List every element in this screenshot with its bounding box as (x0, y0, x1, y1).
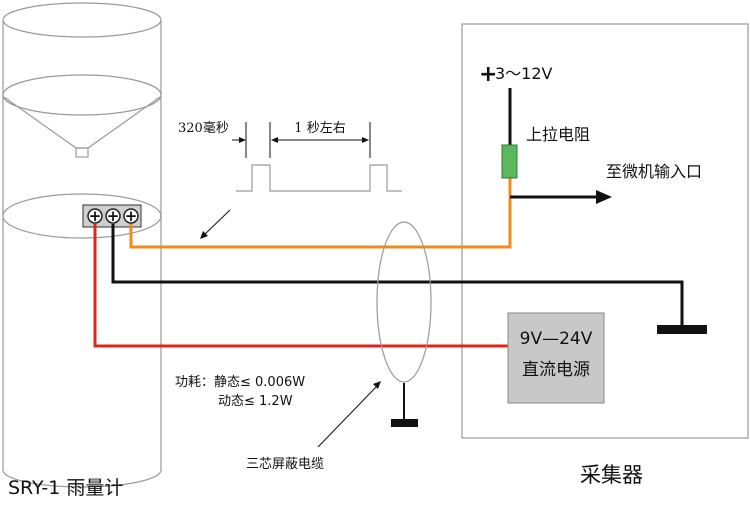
gauge-name: SRY-1 雨量计 (8, 477, 123, 499)
gauge-top-rim (2, 2, 162, 38)
gauge-middle-ring (2, 193, 162, 239)
terminal-1-label: + (89, 207, 102, 225)
rain-gauge (2, 2, 162, 488)
pulse-width-label: 320毫秒 (178, 120, 229, 136)
cable-shield-icon (376, 221, 432, 383)
pulse-period-arrowhead-right-icon (362, 137, 369, 143)
output-arrow-icon (596, 190, 612, 204)
terminal-2-label: + (107, 207, 120, 225)
power-wire (93, 224, 508, 348)
pulse-pointer (202, 209, 231, 237)
pullup-resistor (501, 144, 518, 179)
cable-pointer-arrowhead-icon (373, 381, 381, 389)
terminal-3-label: + (125, 207, 138, 225)
collector-box (461, 23, 749, 439)
terminal-3: + (123, 207, 139, 225)
pulse-pointer-arrowhead-icon (200, 231, 208, 239)
gauge-bottom-rim (2, 469, 162, 488)
pulse-timing: 320毫秒 1 秒左右 (178, 120, 402, 239)
ground-wire (111, 224, 684, 326)
pulse-period-arrowhead-left-icon (271, 137, 278, 143)
output-label: 至微机输入口 (606, 162, 702, 181)
gauge-funnel-spout (75, 147, 89, 158)
signal-wire (129, 178, 512, 249)
wires (93, 88, 684, 348)
gauge-funnel-rim (2, 74, 162, 116)
power-supply-voltage: 9V—24V (520, 329, 593, 349)
cable-pointer (317, 384, 379, 448)
power-consumption-dynamic: 动态≤ 1.2W (218, 394, 293, 409)
power-consumption-static: 功耗：静态≤ 0.006W (175, 375, 305, 390)
terminal-2: + (105, 207, 121, 225)
pulse-width-arrowhead-icon (239, 137, 246, 143)
pulse-waveform (236, 164, 402, 192)
supply-voltage-label: 3～12V (495, 64, 553, 83)
gauge-funnel-cone (3, 96, 161, 149)
collector-name: 采集器 (580, 463, 643, 487)
collector-ground-icon (657, 325, 707, 334)
power-supply-box (507, 312, 605, 404)
pullup-resistor-label: 上拉电阻 (526, 125, 590, 144)
supply-plus-sign: + (479, 62, 497, 87)
shield-ground-icon (391, 419, 418, 427)
pulse-period-label: 1 秒左右 (294, 121, 345, 136)
cable-label: 三芯屏蔽电缆 (246, 456, 324, 472)
power-supply: 9V—24V 直流电源 (507, 312, 605, 404)
terminal-block: + + + (82, 204, 142, 228)
power-supply-type: 直流电源 (522, 360, 590, 380)
terminal-1: + (87, 207, 103, 225)
